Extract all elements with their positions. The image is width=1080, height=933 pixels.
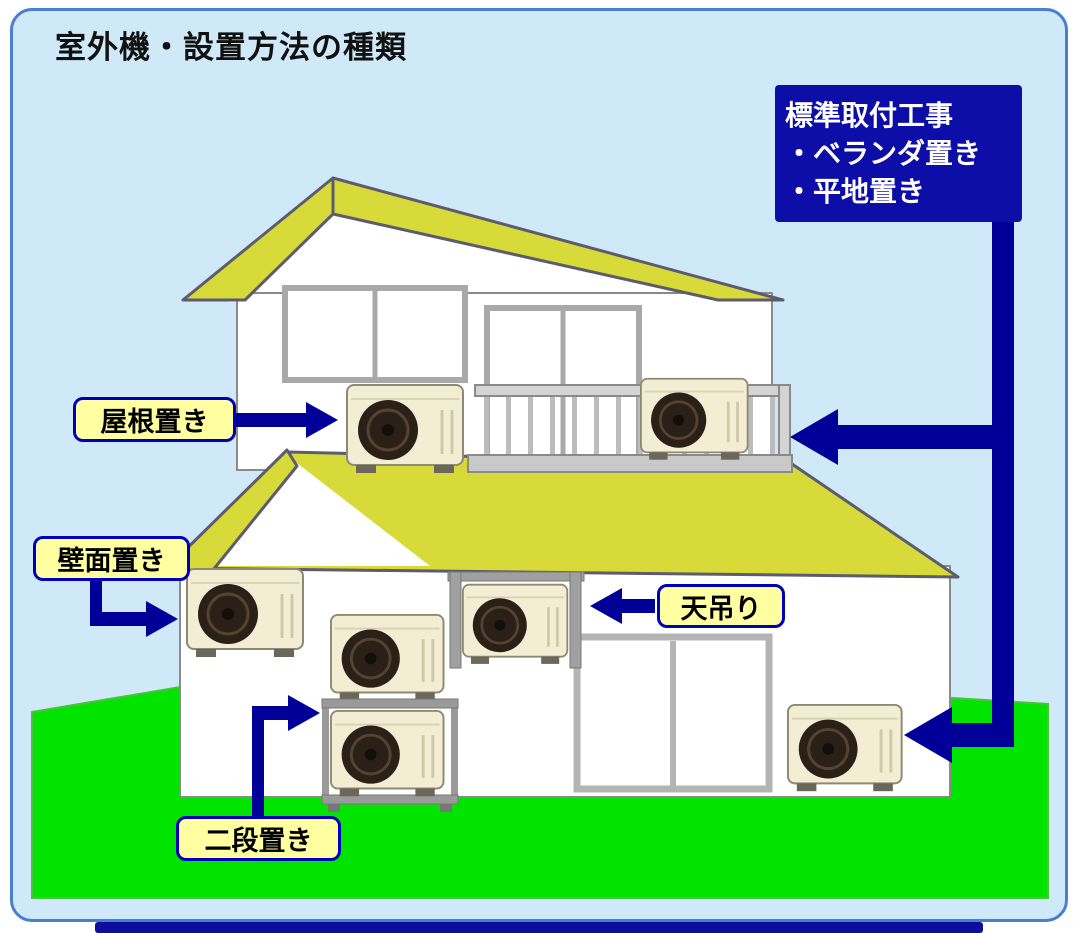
ac-unit-wall (185, 567, 305, 659)
lower-window (573, 633, 773, 793)
arrow-roof-placement (236, 402, 338, 438)
arrow-two-tier (252, 695, 320, 816)
upper-roof (181, 176, 785, 302)
label-roof-placement-text: 屋根置き (100, 407, 209, 438)
arrow-info-vertical-shaft (992, 218, 1014, 747)
arrow-veranda-placement (790, 409, 1014, 465)
label-roof-placement: 屋根置き (73, 397, 236, 442)
label-ceiling-hung: 天吊り (657, 584, 785, 628)
ac-unit-ground (786, 703, 904, 793)
two-tier-rack (321, 699, 459, 812)
upper-window (282, 285, 468, 383)
ceiling-bracket (447, 571, 585, 669)
ac-unit-veranda (639, 377, 750, 462)
two-tier-shelf (321, 698, 459, 709)
info-box-line-veranda: ・ベランダ置き (785, 136, 982, 170)
arrow-ground-placement (904, 707, 1014, 763)
ac-unit-two-tier-bottom (329, 709, 445, 798)
label-ceiling-hung-text: 天吊り (680, 593, 762, 625)
ac-unit-roof (345, 383, 465, 475)
ac-unit-two-tier-top (329, 613, 445, 702)
label-two-tier-placement-text: 二段置き (204, 826, 313, 857)
info-box-line-title: 標準取付工事 (785, 99, 954, 132)
bottom-edge-bar (95, 922, 983, 933)
page-title: 室外機・設置方法の種類 (55, 30, 407, 66)
standard-installation-info-box: 標準取付工事 ・ベランダ置き ・平地置き (775, 85, 1022, 222)
label-two-tier-placement: 二段置き (176, 816, 341, 861)
arrow-wall-placement (90, 578, 178, 637)
arrow-ceiling-hung (590, 588, 655, 624)
label-wall-placement: 壁面置き (33, 536, 190, 581)
label-wall-placement-text: 壁面置き (57, 546, 166, 577)
info-box-line-ground: ・平地置き (785, 174, 926, 208)
ac-unit-ceiling (461, 583, 569, 666)
